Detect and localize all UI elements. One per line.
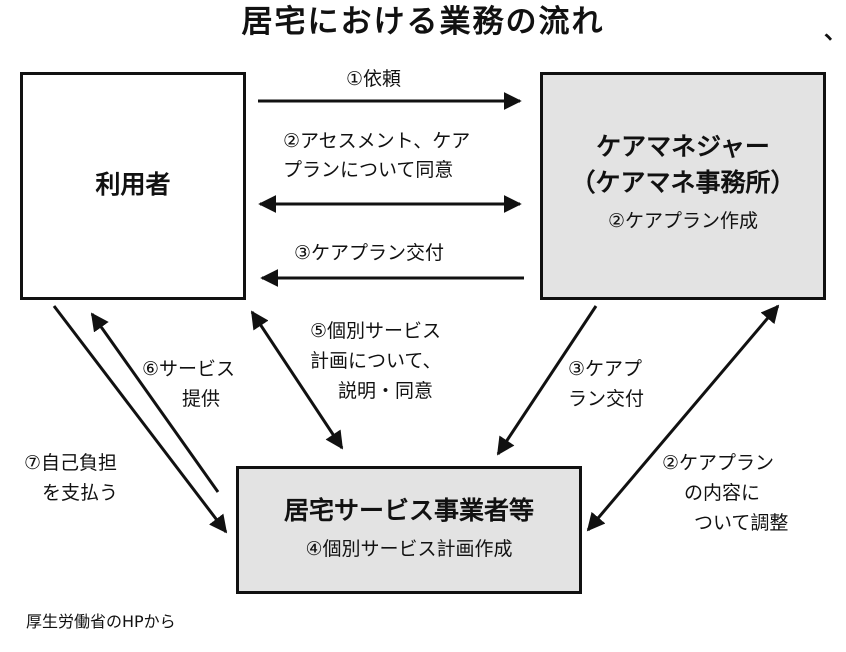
label-plan-delivery2-1: ③ケアプ	[568, 358, 643, 380]
user-box: 利用者	[20, 72, 246, 300]
arrow-service	[90, 312, 220, 493]
arrow-individual-plan	[250, 310, 344, 450]
label-plan-delivery2-2: ラン交付	[568, 388, 645, 410]
label-adjust-1: ②ケアプラン	[662, 452, 775, 474]
service-provider-title: 居宅サービス事業者等	[283, 496, 534, 525]
arrow-adjust	[586, 304, 780, 532]
arrow-plan-delivery-2	[496, 305, 598, 456]
care-manager-sub: ②ケアプラン作成	[607, 210, 759, 232]
label-service-2: 提供	[182, 388, 221, 410]
label-adjust-2: の内容に	[684, 482, 761, 504]
arrow-payment	[52, 305, 228, 534]
label-plan-delivery: ③ケアプラン交付	[294, 242, 445, 264]
label-service-1: ⑥サービス	[142, 358, 236, 380]
label-individual-1: ⑤個別サービス	[310, 320, 442, 342]
user-box-title: 利用者	[95, 170, 171, 199]
care-manager-title-line2: （ケアマネ事務所）	[570, 168, 796, 197]
title-mark: 、	[824, 20, 846, 45]
label-payment-1: ⑦自己負担	[24, 452, 118, 474]
label-assessment-1: ②アセスメント、ケア	[283, 130, 471, 152]
care-manager-title-line1: ケアマネジャー	[596, 132, 770, 161]
service-provider-sub: ④個別サービス計画作成	[305, 538, 513, 560]
label-payment-2: を支払う	[42, 482, 119, 504]
label-individual-3: 説明・同意	[338, 380, 434, 402]
care-manager-box: ケアマネジャー （ケアマネ事務所） ②ケアプラン作成	[540, 72, 826, 300]
diagram-title: 居宅における業務の流れ	[241, 4, 605, 40]
service-provider-box: 居宅サービス事業者等 ④個別サービス計画作成	[236, 466, 582, 594]
source-note: 厚生労働省のHPから	[26, 612, 176, 631]
label-adjust-3: ついて調整	[694, 512, 789, 534]
label-request: ①依頼	[346, 68, 402, 90]
label-assessment-2: プランについて同意	[283, 159, 454, 181]
label-individual-2: 計画について、	[310, 350, 442, 372]
